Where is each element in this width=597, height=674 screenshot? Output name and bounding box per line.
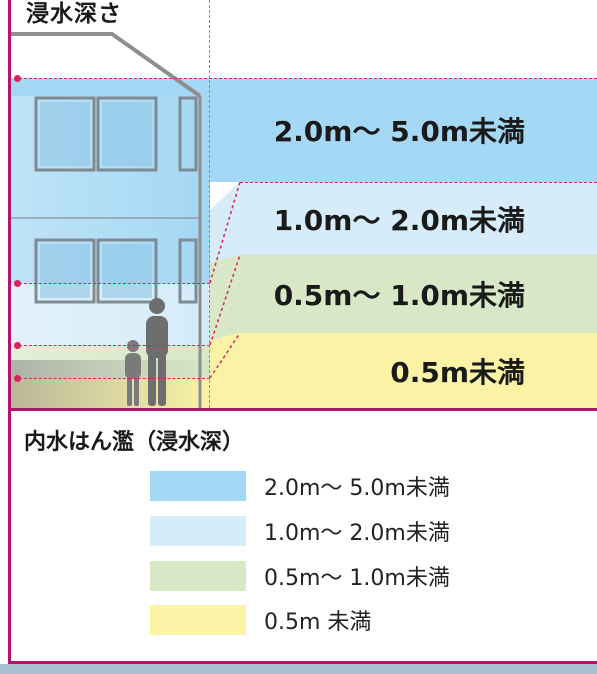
legend-swatch xyxy=(150,516,246,546)
legend-swatch xyxy=(150,471,246,501)
level-marker xyxy=(14,375,21,382)
child-figure xyxy=(125,340,141,406)
legend-title: 内水はん濫（浸水深） xyxy=(24,430,245,455)
depth-band-3-label: 0.5m〜 1.0m未満 xyxy=(273,279,525,312)
legend-item: 0.5m 未満 xyxy=(150,604,371,636)
section-divider xyxy=(8,408,597,411)
level-line-5m xyxy=(14,78,597,79)
depth-band-2-label: 1.0m〜 2.0m未満 xyxy=(273,203,525,237)
depth-band-1: 2.0m〜 5.0m未満 xyxy=(210,78,597,182)
legend-label: 0.5m 未満 xyxy=(264,610,372,635)
bottom-strip xyxy=(0,664,597,674)
level-marker xyxy=(14,342,21,349)
legend-item: 0.5m〜 1.0m未満 xyxy=(150,560,450,592)
legend-item: 1.0m〜 2.0m未満 xyxy=(150,515,450,547)
level-line-2m xyxy=(14,283,210,284)
depth-band-2: 1.0m〜 2.0m未満 xyxy=(240,182,597,255)
frame-border-bottom xyxy=(8,661,597,664)
diagram-title: 浸水深さ xyxy=(26,1,122,27)
depth-band-3: 0.5m〜 1.0m未満 xyxy=(240,255,597,333)
depth-band-4: 0.5m未満 xyxy=(240,333,597,408)
legend-swatch xyxy=(150,605,246,635)
depth-band-4-label: 0.5m未満 xyxy=(390,355,525,389)
level-marker xyxy=(14,280,21,287)
house-edge-guide xyxy=(209,0,210,408)
legend-label: 1.0m〜 2.0m未満 xyxy=(264,521,450,546)
depth-band-1-label: 2.0m〜 5.0m未満 xyxy=(273,115,525,148)
level-marker xyxy=(14,75,21,82)
legend-swatch xyxy=(150,561,246,591)
level-line-2m-band xyxy=(240,182,597,183)
level-line-05m xyxy=(14,378,210,379)
legend-label: 0.5m〜 1.0m未満 xyxy=(264,566,450,591)
frame-border-left xyxy=(8,0,11,664)
legend-label: 2.0m〜 5.0m未満 xyxy=(264,476,450,501)
level-line-1m xyxy=(14,345,210,346)
adult-figure xyxy=(146,298,168,406)
house-illustration xyxy=(11,32,241,408)
legend-item: 2.0m〜 5.0m未満 xyxy=(150,470,450,502)
